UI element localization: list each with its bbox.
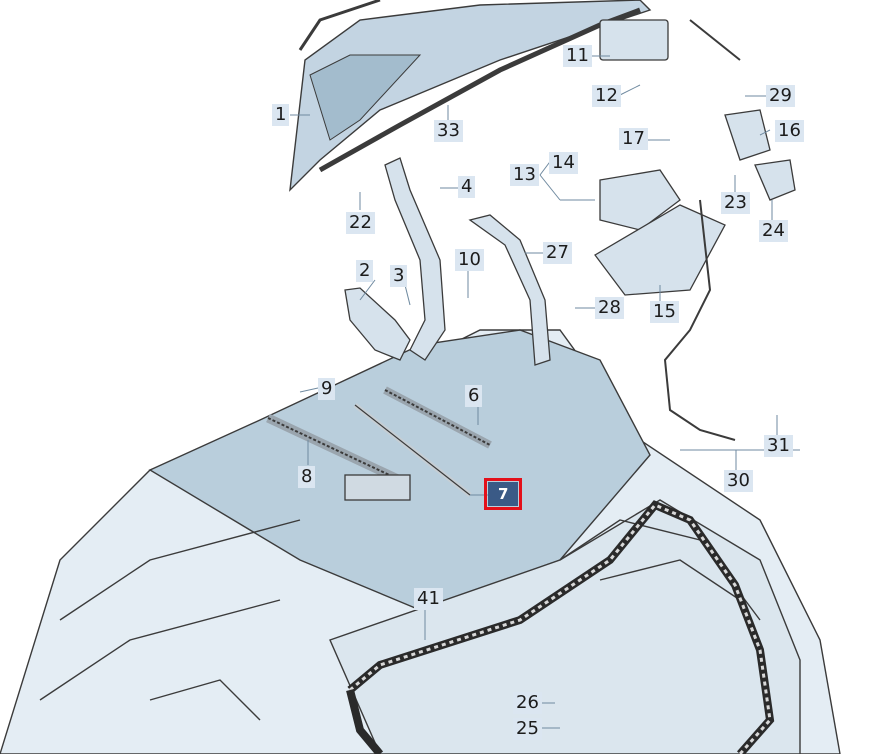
gas-struts (266, 386, 492, 501)
trunk-lid (289, 0, 652, 192)
callout-27[interactable]: 27 (543, 242, 572, 264)
hinge-assembly (344, 157, 551, 366)
callout-30[interactable]: 30 (724, 470, 753, 492)
callout-11[interactable]: 11 (563, 45, 592, 67)
callout-14[interactable]: 14 (549, 152, 578, 174)
callout-26[interactable]: 26 (513, 692, 542, 714)
callout-28[interactable]: 28 (595, 297, 624, 319)
callout-9[interactable]: 9 (318, 378, 336, 400)
callout-23[interactable]: 23 (721, 192, 750, 214)
lock-components (594, 19, 796, 296)
callout-29[interactable]: 29 (766, 85, 795, 107)
release-cable (663, 19, 741, 441)
callout-3[interactable]: 3 (390, 265, 408, 287)
callout-8[interactable]: 8 (298, 466, 316, 488)
callout-33[interactable]: 33 (434, 120, 463, 142)
callout-1[interactable]: 1 (272, 104, 290, 126)
callout-4[interactable]: 4 (458, 176, 476, 198)
callout-25[interactable]: 25 (513, 718, 542, 740)
callout-41[interactable]: 41 (414, 588, 443, 610)
callout-7[interactable]: 7 (483, 478, 523, 510)
callout-22[interactable]: 22 (346, 212, 375, 234)
callout-2[interactable]: 2 (356, 260, 374, 282)
car-body (0, 329, 841, 754)
callout-17[interactable]: 17 (619, 128, 648, 150)
callout-24[interactable]: 24 (759, 220, 788, 242)
callout-31[interactable]: 31 (764, 435, 793, 457)
trunk-seal (346, 500, 775, 754)
callout-16[interactable]: 16 (775, 120, 804, 142)
callout-13[interactable]: 13 (510, 164, 539, 186)
callout-10[interactable]: 10 (455, 249, 484, 271)
callout-6[interactable]: 6 (465, 385, 483, 407)
callout-12[interactable]: 12 (592, 85, 621, 107)
callout-15[interactable]: 15 (650, 301, 679, 323)
